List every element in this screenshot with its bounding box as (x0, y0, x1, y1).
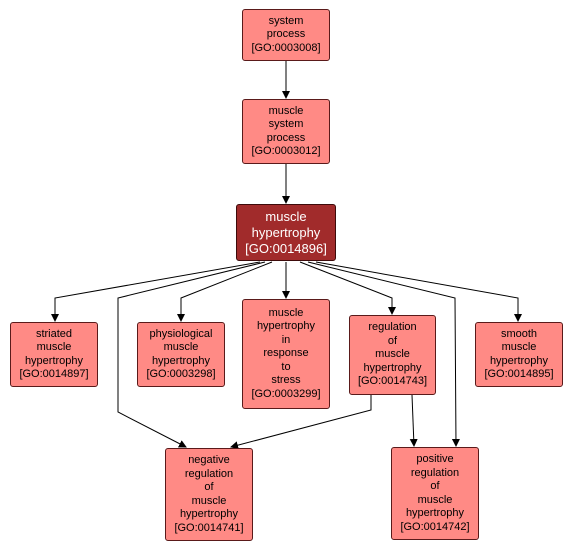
node-go-id: [GO:0003299] (251, 387, 321, 400)
edge-regulation-to-positive-regulation (409, 394, 418, 447)
node-negative-regulation-of-muscle-hypertrophy[interactable]: negative regulation of muscle hypertroph… (165, 448, 253, 541)
node-muscle-hypertrophy[interactable]: muscle hypertrophy [GO:0014896] (236, 204, 336, 261)
node-go-id: [GO:0014896] (245, 240, 327, 256)
node-regulation-of-muscle-hypertrophy[interactable]: regulation of muscle hypertrophy [GO:001… (349, 315, 436, 395)
node-go-id: [GO:0003012] (251, 145, 321, 157)
node-go-id: [GO:0003298] (146, 368, 216, 380)
node-label: muscle system process (266, 104, 306, 144)
edge-hypertrophy-to-negative-regulation (117, 261, 266, 448)
edge-hypertrophy-to-physiological (177, 261, 273, 322)
node-muscle-system-process[interactable]: muscle system process [GO:0003012] (242, 99, 330, 164)
node-label: muscle hypertrophy (251, 208, 321, 240)
node-go-id: [GO:0014895] (484, 368, 554, 380)
node-go-id: [GO:0014741] (174, 521, 244, 534)
edge-hypertrophy-to-smooth (315, 261, 522, 322)
node-label: negative regulation of muscle hypertroph… (179, 454, 239, 520)
edge-hypertrophy-to-striated (51, 261, 261, 322)
edge-hypertrophy-to-positive-regulation (307, 261, 460, 447)
node-go-id: [GO:0014742] (400, 520, 470, 533)
node-physiological-muscle-hypertrophy[interactable]: physiological muscle hypertrophy [GO:000… (137, 322, 225, 387)
node-label: regulation of muscle hypertrophy (363, 321, 422, 374)
node-label: positive regulation of muscle hypertroph… (405, 453, 465, 519)
node-go-id: [GO:0014743] (357, 375, 428, 388)
node-label: striated muscle hypertrophy (24, 327, 84, 367)
node-positive-regulation-of-muscle-hypertrophy[interactable]: positive regulation of muscle hypertroph… (391, 447, 479, 540)
node-label: system process (266, 14, 306, 41)
node-go-id: [GO:0014897] (19, 368, 89, 380)
node-go-id: [GO:0003008] (251, 41, 321, 54)
node-label: smooth muscle hypertrophy (489, 327, 549, 367)
node-label: physiological muscle hypertrophy (149, 327, 213, 367)
edge-hypertrophy-to-regulation (299, 261, 396, 315)
node-label: muscle hypertrophy in response to stress (256, 306, 316, 387)
node-system-process[interactable]: system process [GO:0003008] (242, 9, 330, 61)
edge-regulation-to-negative-regulation (230, 395, 372, 450)
node-muscle-hypertrophy-in-response-to-stress[interactable]: muscle hypertrophy in response to stress… (242, 299, 330, 409)
node-smooth-muscle-hypertrophy[interactable]: smooth muscle hypertrophy [GO:0014895] (475, 322, 563, 387)
node-striated-muscle-hypertrophy[interactable]: striated muscle hypertrophy [GO:0014897] (10, 322, 98, 387)
